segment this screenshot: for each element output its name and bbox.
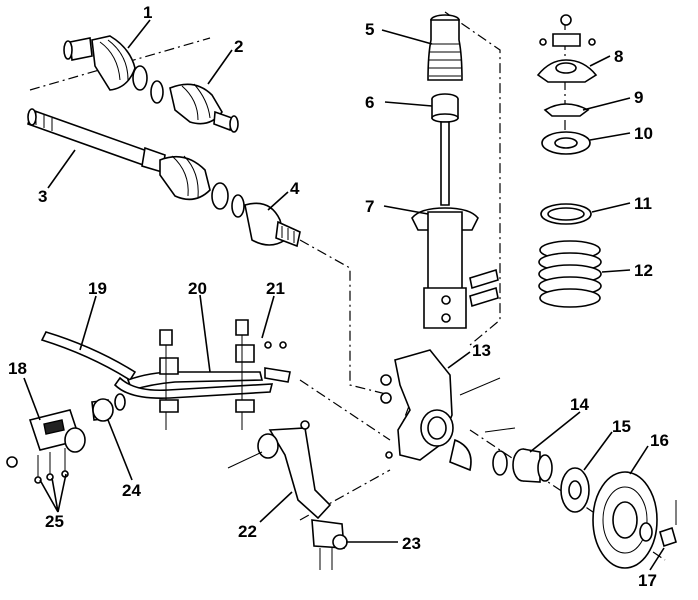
label-20: 20 xyxy=(188,279,207,298)
cv-joint-outer xyxy=(244,202,301,248)
label-13: 13 xyxy=(472,341,491,360)
label-1: 1 xyxy=(143,3,152,22)
label-19: 19 xyxy=(88,279,107,298)
drive-shaft xyxy=(27,108,245,218)
steering-knuckle xyxy=(380,349,516,472)
leader-lines xyxy=(23,19,665,571)
label-11: 11 xyxy=(634,194,652,213)
hub-disc-assembly xyxy=(492,448,677,569)
label-21: 21 xyxy=(266,279,285,298)
part-labels: 1 2 3 4 5 6 7 8 9 10 11 12 13 14 15 16 1… xyxy=(8,3,669,590)
label-8: 8 xyxy=(614,47,623,66)
shock-absorber xyxy=(411,14,499,329)
label-3: 3 xyxy=(38,187,47,206)
label-12: 12 xyxy=(634,261,653,280)
label-9: 9 xyxy=(634,88,643,107)
label-6: 6 xyxy=(365,93,374,112)
label-24: 24 xyxy=(122,481,141,500)
label-4: 4 xyxy=(290,179,300,198)
label-25: 25 xyxy=(45,512,64,531)
label-2: 2 xyxy=(234,37,243,56)
label-14: 14 xyxy=(570,395,589,414)
bar-mount-left xyxy=(6,393,126,484)
label-10: 10 xyxy=(634,124,653,143)
label-7: 7 xyxy=(365,197,374,216)
label-23: 23 xyxy=(402,534,421,553)
cv-joint-upper xyxy=(63,35,239,133)
lower-control-arm xyxy=(227,420,348,570)
label-17: 17 xyxy=(638,571,657,590)
label-22: 22 xyxy=(238,522,257,541)
label-16: 16 xyxy=(650,431,669,450)
strut-mount-spring xyxy=(536,14,602,308)
label-5: 5 xyxy=(365,20,374,39)
label-18: 18 xyxy=(8,359,27,378)
stabilizer-bar xyxy=(40,319,291,430)
label-15: 15 xyxy=(612,417,631,436)
